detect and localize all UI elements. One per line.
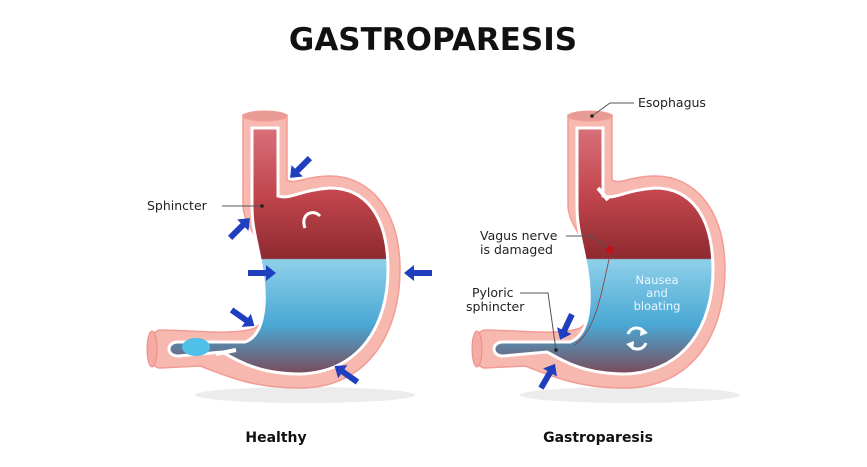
caption-gastroparesis: Gastroparesis	[543, 430, 653, 446]
caption-healthy: Healthy	[245, 430, 306, 446]
reflux-arrow-icon	[596, 186, 610, 202]
leader-line	[591, 102, 634, 117]
label-vagus-line2: is damaged	[480, 242, 553, 257]
emptying-arrow-icon	[215, 348, 237, 356]
pointer-dot	[554, 348, 558, 352]
page-title: GASTROPARESIS	[289, 22, 577, 58]
healthy-stomach: Sphincter Healthy	[145, 109, 432, 446]
pointer-dot	[590, 114, 594, 118]
symptom-line3: bloating	[634, 299, 681, 313]
label-sphincter: Sphincter	[147, 198, 208, 213]
food-bolus	[182, 338, 210, 356]
leader-line	[520, 292, 557, 351]
vagus-nerve	[574, 254, 611, 346]
reflux-curve-arrow-icon	[302, 211, 322, 229]
label-vagus-line1: Vagus nerve	[480, 228, 558, 243]
gastroparesis-stomach: Nausea and bloating Esophagus Vagus nerv…	[466, 95, 742, 446]
symptom-line2: and	[646, 286, 668, 300]
label-pyloric-line1: Pyloric	[472, 285, 514, 300]
label-esophagus: Esophagus	[638, 95, 706, 110]
damage-dot	[606, 246, 614, 254]
label-pyloric-line2: sphincter	[466, 299, 525, 314]
refresh-icon	[626, 326, 648, 351]
pointer-dot	[260, 204, 264, 208]
leader-line	[566, 235, 608, 249]
contraction-arrow-icon	[404, 265, 432, 281]
symptom-line1: Nausea	[635, 273, 678, 287]
